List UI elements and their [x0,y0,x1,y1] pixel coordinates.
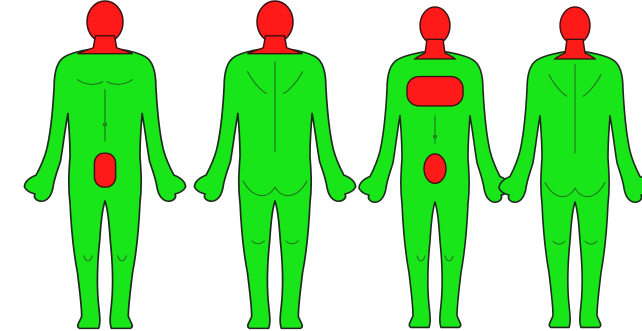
figure-female-front [359,7,511,327]
male-front-genital-zone [94,153,115,187]
figure-male-back [194,1,355,328]
female-front-genital-zone [424,154,446,183]
female-back-neck-zone [555,39,595,59]
female-front-neck-zone [415,39,455,59]
male-front-neck-zone [77,36,132,54]
female-back-body [499,43,642,327]
figure-male-front [24,1,185,328]
female-front-chest-zone [407,77,463,106]
male-back-neck-zone [247,36,302,54]
figure-female-back [499,7,642,327]
